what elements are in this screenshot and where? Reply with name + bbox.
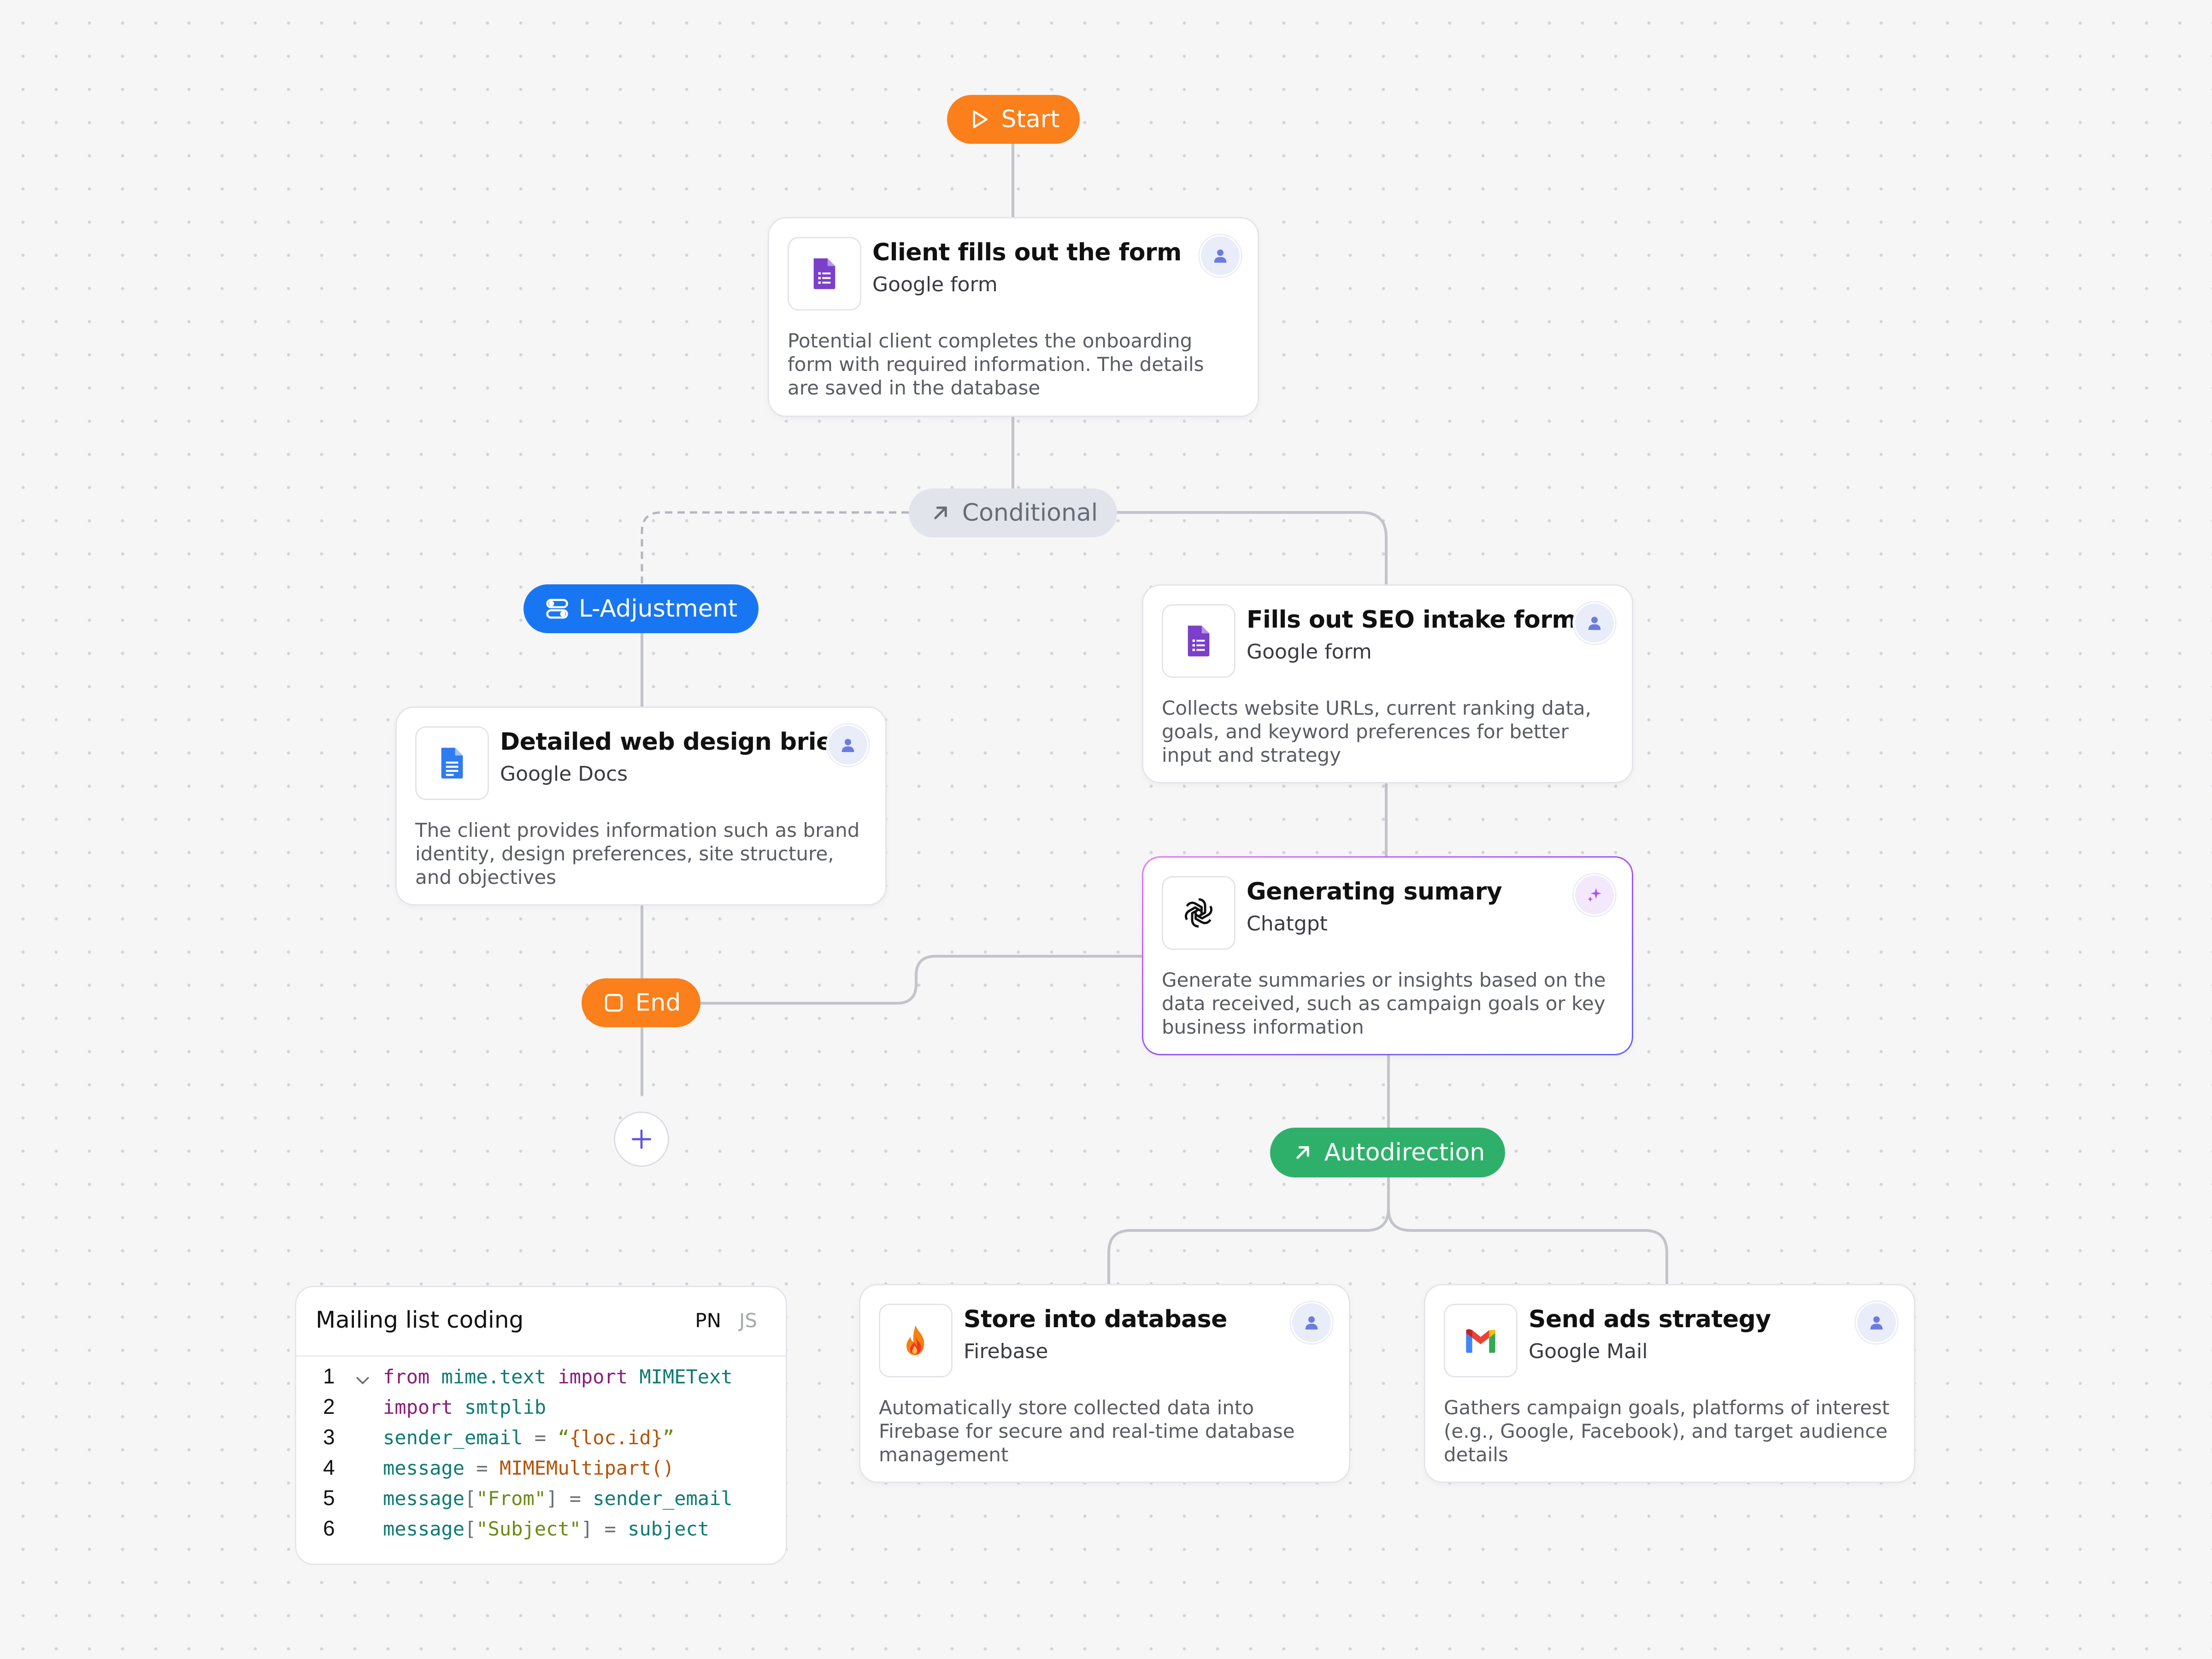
- chevron-down-icon[interactable]: [353, 1371, 372, 1389]
- assignee-avatar[interactable]: [1200, 235, 1241, 276]
- node-send-ads[interactable]: Send ads strategy Google Mail Gathers ca…: [1424, 1284, 1915, 1483]
- line-number: 1: [323, 1364, 335, 1388]
- node-title: Fills out SEO intake form: [1247, 606, 1577, 634]
- code-line: 3 sender_email = “{loc.id}”: [296, 1424, 674, 1455]
- stop-square-icon: [605, 994, 623, 1012]
- play-icon: [973, 110, 988, 129]
- node-app-name: Google Docs: [500, 762, 628, 786]
- l-adjustment-label: L-Adjustment: [578, 595, 738, 623]
- start-label: Start: [1001, 106, 1060, 133]
- assignee-avatar[interactable]: [1856, 1302, 1897, 1343]
- node-app-name: Google Mail: [1529, 1340, 1648, 1363]
- edge-conditional-to-adjustment: [641, 511, 909, 583]
- conditional-label: Conditional: [962, 499, 1098, 527]
- edge-autodirection-to-mail: [1387, 1207, 1668, 1286]
- add-step-button[interactable]: [614, 1112, 669, 1167]
- assignee-avatar[interactable]: [1291, 1302, 1332, 1343]
- code-panel-header: Mailing list coding PN JS: [296, 1287, 786, 1357]
- user-icon: [1588, 617, 1601, 630]
- code-text: sender_email = “{loc.id}”: [383, 1426, 675, 1449]
- code-line: 1 from mime.text import MIMEText: [296, 1364, 733, 1394]
- node-title: Detailed web design brief: [500, 728, 842, 756]
- node-app-name: Google form: [872, 273, 998, 296]
- edge-autodirection-to-db: [1107, 1177, 1390, 1286]
- node-title: Store into database: [964, 1306, 1227, 1333]
- autodirection-label: Autodirection: [1324, 1139, 1485, 1166]
- code-text: from mime.text import MIMEText: [383, 1365, 733, 1388]
- code-line: 4 message = MIMEMultipart(): [296, 1455, 674, 1485]
- language-tab-js[interactable]: JS: [739, 1309, 757, 1332]
- user-icon: [1870, 1316, 1883, 1330]
- edge-summary-to-end: [698, 955, 1143, 1005]
- code-panel[interactable]: Mailing list coding PN JS 1 from mime.te…: [295, 1286, 787, 1565]
- toggles-icon: [546, 599, 568, 619]
- arrow-up-right-icon: [934, 506, 947, 519]
- node-generating-summary[interactable]: Generating sumary Chatgpt Generate summa…: [1142, 856, 1633, 1055]
- google-forms-icon: [1162, 604, 1235, 678]
- node-title: Client fills out the form: [872, 239, 1182, 266]
- node-seo-form[interactable]: Fills out SEO intake form Google form Co…: [1142, 584, 1633, 783]
- node-description: Collects website URLs, current ranking d…: [1162, 697, 1592, 766]
- gmail-icon: [1444, 1304, 1518, 1377]
- conditional-node[interactable]: Conditional: [909, 488, 1117, 537]
- node-app-name: Firebase: [964, 1340, 1048, 1363]
- node-title: Generating sumary: [1247, 878, 1502, 906]
- user-icon: [841, 739, 854, 752]
- google-docs-icon: [415, 726, 489, 800]
- code-line: 6 message["Subject"] = subject: [296, 1516, 709, 1546]
- end-node[interactable]: End: [582, 978, 700, 1027]
- end-label: End: [635, 989, 681, 1017]
- edge-conditional-to-seo: [1116, 511, 1388, 587]
- arrow-up-right-icon: [1296, 1146, 1309, 1159]
- node-description: Generate summaries or insights based on …: [1162, 969, 1606, 1038]
- code-text: import smtplib: [383, 1396, 547, 1418]
- assignee-avatar[interactable]: [827, 724, 869, 766]
- node-title: Send ads strategy: [1529, 1306, 1771, 1333]
- ai-agent-avatar[interactable]: [1574, 874, 1615, 916]
- chatgpt-icon: [1162, 876, 1235, 950]
- l-adjustment-node[interactable]: L-Adjustment: [524, 584, 759, 633]
- line-number: 6: [323, 1516, 335, 1540]
- line-number: 5: [323, 1486, 335, 1510]
- firebase-icon: [879, 1304, 953, 1377]
- language-tab-pn[interactable]: PN: [695, 1309, 721, 1332]
- code-text: message = MIMEMultipart(): [383, 1457, 675, 1479]
- node-app-name: Chatgpt: [1247, 912, 1328, 935]
- start-node[interactable]: Start: [947, 95, 1080, 144]
- code-text: message["Subject"] = subject: [383, 1518, 710, 1540]
- code-panel-title: Mailing list coding: [316, 1306, 524, 1333]
- node-description: Potential client completes the onboardin…: [788, 329, 1204, 399]
- code-line: 2 import smtplib: [296, 1394, 546, 1424]
- line-number: 3: [323, 1425, 335, 1449]
- line-number: 4: [323, 1455, 335, 1479]
- user-icon: [1214, 249, 1227, 263]
- code-line: 5 message["From"] = sender_email: [296, 1485, 733, 1516]
- user-icon: [1305, 1316, 1318, 1330]
- node-description: Automatically store collected data into …: [879, 1396, 1295, 1466]
- sparkle-icon: [1588, 888, 1601, 902]
- autodirection-node[interactable]: Autodirection: [1270, 1128, 1505, 1177]
- node-client-form[interactable]: Client fills out the form Google form Po…: [768, 217, 1259, 417]
- assignee-avatar[interactable]: [1574, 602, 1615, 644]
- node-description: Gathers campaign goals, platforms of int…: [1444, 1396, 1890, 1466]
- node-design-brief[interactable]: Detailed web design brief Google Docs Th…: [395, 706, 887, 906]
- node-store-database[interactable]: Store into database Firebase Automatical…: [859, 1284, 1350, 1483]
- node-description: The client provides information such as …: [415, 819, 860, 888]
- plus-icon: [632, 1130, 651, 1149]
- line-number: 2: [323, 1394, 335, 1418]
- node-app-name: Google form: [1247, 640, 1372, 664]
- code-text: message["From"] = sender_email: [383, 1487, 733, 1510]
- google-forms-icon: [788, 237, 861, 311]
